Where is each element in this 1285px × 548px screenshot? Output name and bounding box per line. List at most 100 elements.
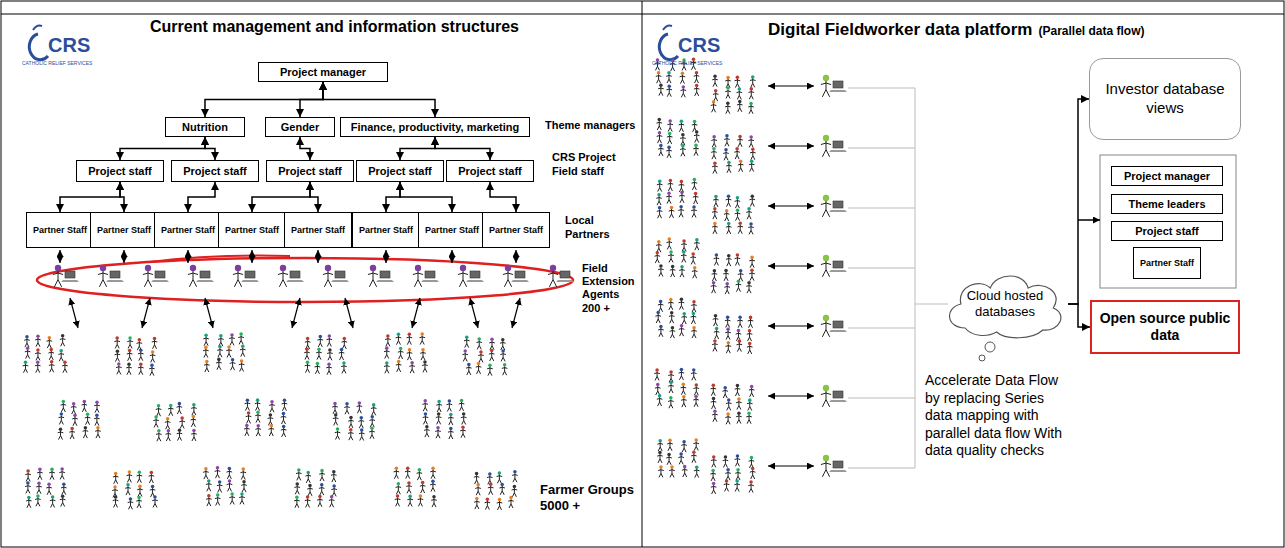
- person-body: [26, 499, 32, 508]
- person-body: [666, 195, 672, 204]
- person-head: [349, 416, 353, 420]
- person-head: [86, 413, 90, 417]
- person-head: [126, 483, 130, 487]
- person-head: [725, 479, 729, 483]
- person-body: [655, 314, 661, 323]
- person-body: [750, 151, 756, 160]
- person-head: [682, 440, 686, 444]
- person-body: [405, 470, 411, 479]
- person-head: [500, 483, 504, 487]
- box-text: Partner Staff: [97, 225, 151, 235]
- person-body: [229, 496, 235, 505]
- person-body: [436, 403, 442, 412]
- person-head: [715, 253, 719, 257]
- laptop-screen: [515, 271, 525, 278]
- person-body: [423, 416, 429, 425]
- laptop-base: [61, 280, 79, 282]
- person-head: [726, 102, 730, 106]
- label-text: Digital Fieldworker data platform: [768, 20, 1033, 40]
- person-head: [656, 311, 660, 315]
- person-head: [727, 195, 731, 199]
- person-head: [421, 481, 425, 485]
- logo-swirl: [663, 26, 672, 31]
- partner-box: Partner Staff: [90, 212, 158, 248]
- person-body: [712, 78, 718, 87]
- person-body: [49, 363, 55, 372]
- person-body: [747, 345, 753, 354]
- person-body: [215, 469, 221, 478]
- person-head: [24, 361, 28, 365]
- person-head: [241, 345, 245, 349]
- person-head: [727, 398, 731, 402]
- person-body: [713, 198, 719, 207]
- person-head: [823, 385, 829, 391]
- person-body: [166, 432, 172, 441]
- box-text: Open source public data: [1092, 310, 1238, 345]
- person-body: [72, 417, 78, 426]
- person-head: [694, 395, 698, 399]
- laptop-screen: [65, 271, 75, 278]
- person-body: [25, 485, 31, 494]
- person-head: [749, 135, 753, 139]
- person-head: [370, 427, 374, 431]
- person-body: [319, 486, 325, 495]
- person-head: [425, 425, 429, 429]
- person-body: [430, 470, 436, 479]
- person-body: [385, 338, 391, 347]
- person-body: [681, 243, 687, 252]
- person-body: [307, 487, 313, 496]
- person-body: [305, 364, 311, 373]
- person-head: [386, 334, 390, 338]
- person-head: [715, 327, 719, 331]
- laptop-base: [829, 270, 847, 272]
- org-box: Project staff: [76, 160, 164, 182]
- person-head: [246, 398, 250, 402]
- person-head: [423, 399, 427, 403]
- person-body: [658, 328, 664, 337]
- person-head: [269, 413, 273, 417]
- arrow: [292, 298, 300, 328]
- person-head: [61, 494, 65, 498]
- person-head: [738, 135, 742, 139]
- person-body: [749, 259, 755, 268]
- laptop-screen: [200, 271, 210, 278]
- person-body: [127, 340, 133, 349]
- org-box: Project manager: [1111, 166, 1223, 186]
- person-body: [152, 499, 158, 508]
- person-head: [207, 479, 211, 483]
- person-head: [712, 482, 716, 486]
- person-head: [736, 454, 740, 458]
- person-head: [669, 370, 673, 374]
- person-body: [736, 283, 742, 292]
- person-head: [682, 85, 686, 89]
- person-body: [436, 416, 442, 425]
- person-body: [85, 416, 91, 425]
- person-body: [344, 405, 350, 414]
- person-body: [670, 329, 676, 338]
- person-body: [230, 361, 236, 370]
- person-body: [168, 407, 174, 416]
- person-body: [821, 461, 831, 477]
- person-head: [713, 161, 717, 165]
- label-text: CRS Project Field staff: [552, 151, 638, 179]
- person-body: [384, 365, 390, 374]
- person-head: [370, 415, 374, 419]
- person-head: [332, 484, 336, 488]
- person-body: [233, 271, 243, 287]
- person-head: [656, 251, 660, 255]
- person-head: [62, 483, 66, 487]
- arrow: [768, 85, 814, 86]
- label-text: Accelerate Data Flow by replacing Series…: [925, 372, 1075, 460]
- person-body: [679, 268, 685, 277]
- person-body: [226, 349, 232, 358]
- person-head: [680, 368, 684, 372]
- person-head: [36, 360, 40, 364]
- person-head: [680, 120, 684, 124]
- person-head: [270, 424, 274, 428]
- person-body: [749, 459, 755, 468]
- person-head: [283, 399, 287, 403]
- laptop-screen: [290, 271, 300, 278]
- person-head: [680, 324, 684, 328]
- person-body: [217, 484, 223, 493]
- person-head: [501, 349, 505, 353]
